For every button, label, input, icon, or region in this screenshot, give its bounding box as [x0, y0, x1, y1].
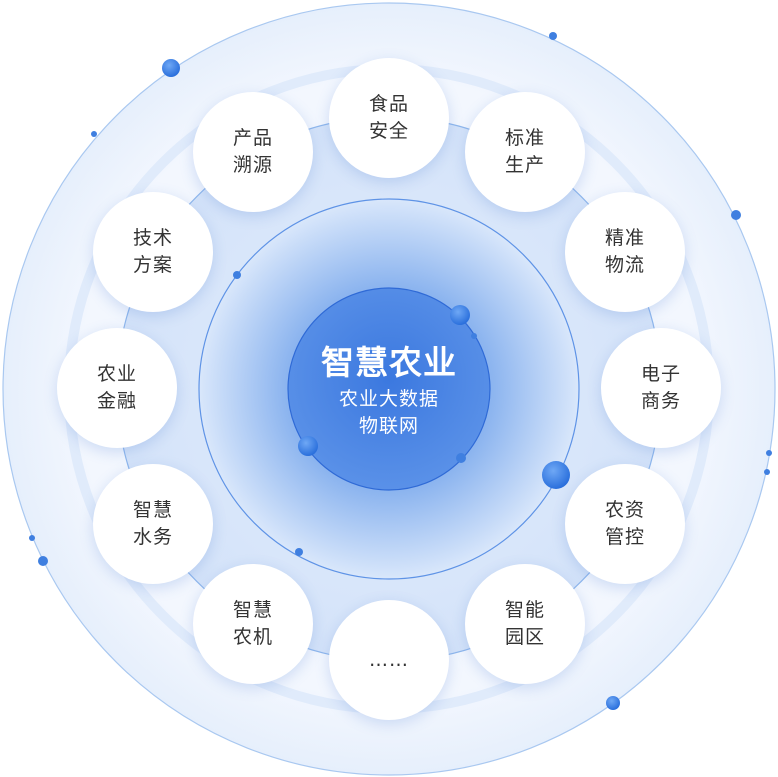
- node-label-line1: 智慧: [232, 599, 273, 621]
- decor-dot: [162, 59, 180, 77]
- node-smart-agri-machinery[interactable]: 智慧 农机: [193, 564, 313, 684]
- node-label-line1: 技术: [132, 227, 173, 249]
- node-label-line2: 物流: [604, 254, 645, 276]
- center-title: 智慧农业: [321, 343, 457, 382]
- node-label-line1: 智慧: [132, 499, 173, 521]
- node-more[interactable]: ……: [329, 600, 449, 720]
- node-label-line2: 水务: [132, 526, 173, 548]
- node-label-line1: 产品: [232, 127, 273, 149]
- node-smart-water[interactable]: 智慧 水务: [93, 464, 213, 584]
- node-tech-solution[interactable]: 技术 方案: [93, 192, 213, 312]
- node-label-line1: 食品: [368, 93, 409, 115]
- decor-dot: [764, 469, 770, 475]
- decor-dot: [233, 271, 241, 279]
- core-circle: [287, 287, 491, 491]
- node-smart-park[interactable]: 智能 园区: [465, 564, 585, 684]
- node-label-line1: 农业: [96, 363, 137, 385]
- center-label: 智慧农业 农业大数据 物联网: [289, 340, 489, 440]
- node-food-safety[interactable]: 食品 安全: [329, 58, 449, 178]
- decor-dot: [91, 131, 97, 137]
- node-label-line2: 金融: [96, 390, 137, 412]
- decor-dot: [542, 461, 570, 489]
- decor-dot: [29, 535, 35, 541]
- node-label-line2: 生产: [504, 154, 545, 176]
- node-product-traceability[interactable]: 产品 溯源: [193, 92, 313, 212]
- decor-dot: [38, 556, 48, 566]
- decor-dot: [295, 548, 303, 556]
- node-label-line1: ……: [369, 648, 409, 671]
- decor-dot: [450, 305, 470, 325]
- decor-dot: [766, 450, 772, 456]
- node-label-line1: 农资: [604, 499, 645, 521]
- center-subtitle-line1: 农业大数据: [338, 388, 439, 410]
- decor-dot: [549, 32, 557, 40]
- decor-dot: [606, 696, 620, 710]
- node-e-commerce[interactable]: 电子 商务: [601, 328, 721, 448]
- node-label-line2: 安全: [368, 120, 409, 142]
- node-label-line2: 园区: [504, 626, 545, 648]
- node-label-line2: 商务: [640, 390, 681, 412]
- node-label-line2: 方案: [132, 254, 173, 276]
- node-standard-production[interactable]: 标准 生产: [465, 92, 585, 212]
- node-label-line1: 标准: [504, 127, 545, 149]
- node-label-line2: 溯源: [232, 154, 273, 176]
- decor-dot: [298, 436, 318, 456]
- decor-dot: [471, 333, 477, 339]
- node-label-line1: 电子: [640, 363, 681, 385]
- node-label-line1: 智能: [504, 599, 545, 621]
- center-subtitle-line2: 物联网: [358, 415, 419, 437]
- node-label-line2: 管控: [604, 526, 645, 548]
- node-agri-input-control[interactable]: 农资 管控: [565, 464, 685, 584]
- node-precision-logistics[interactable]: 精准 物流: [565, 192, 685, 312]
- decor-dot: [731, 210, 741, 220]
- node-label-line2: 农机: [232, 626, 273, 648]
- node-label-line1: 精准: [604, 227, 645, 249]
- decor-dot: [456, 453, 466, 463]
- node-agri-finance[interactable]: 农业 金融: [57, 328, 177, 448]
